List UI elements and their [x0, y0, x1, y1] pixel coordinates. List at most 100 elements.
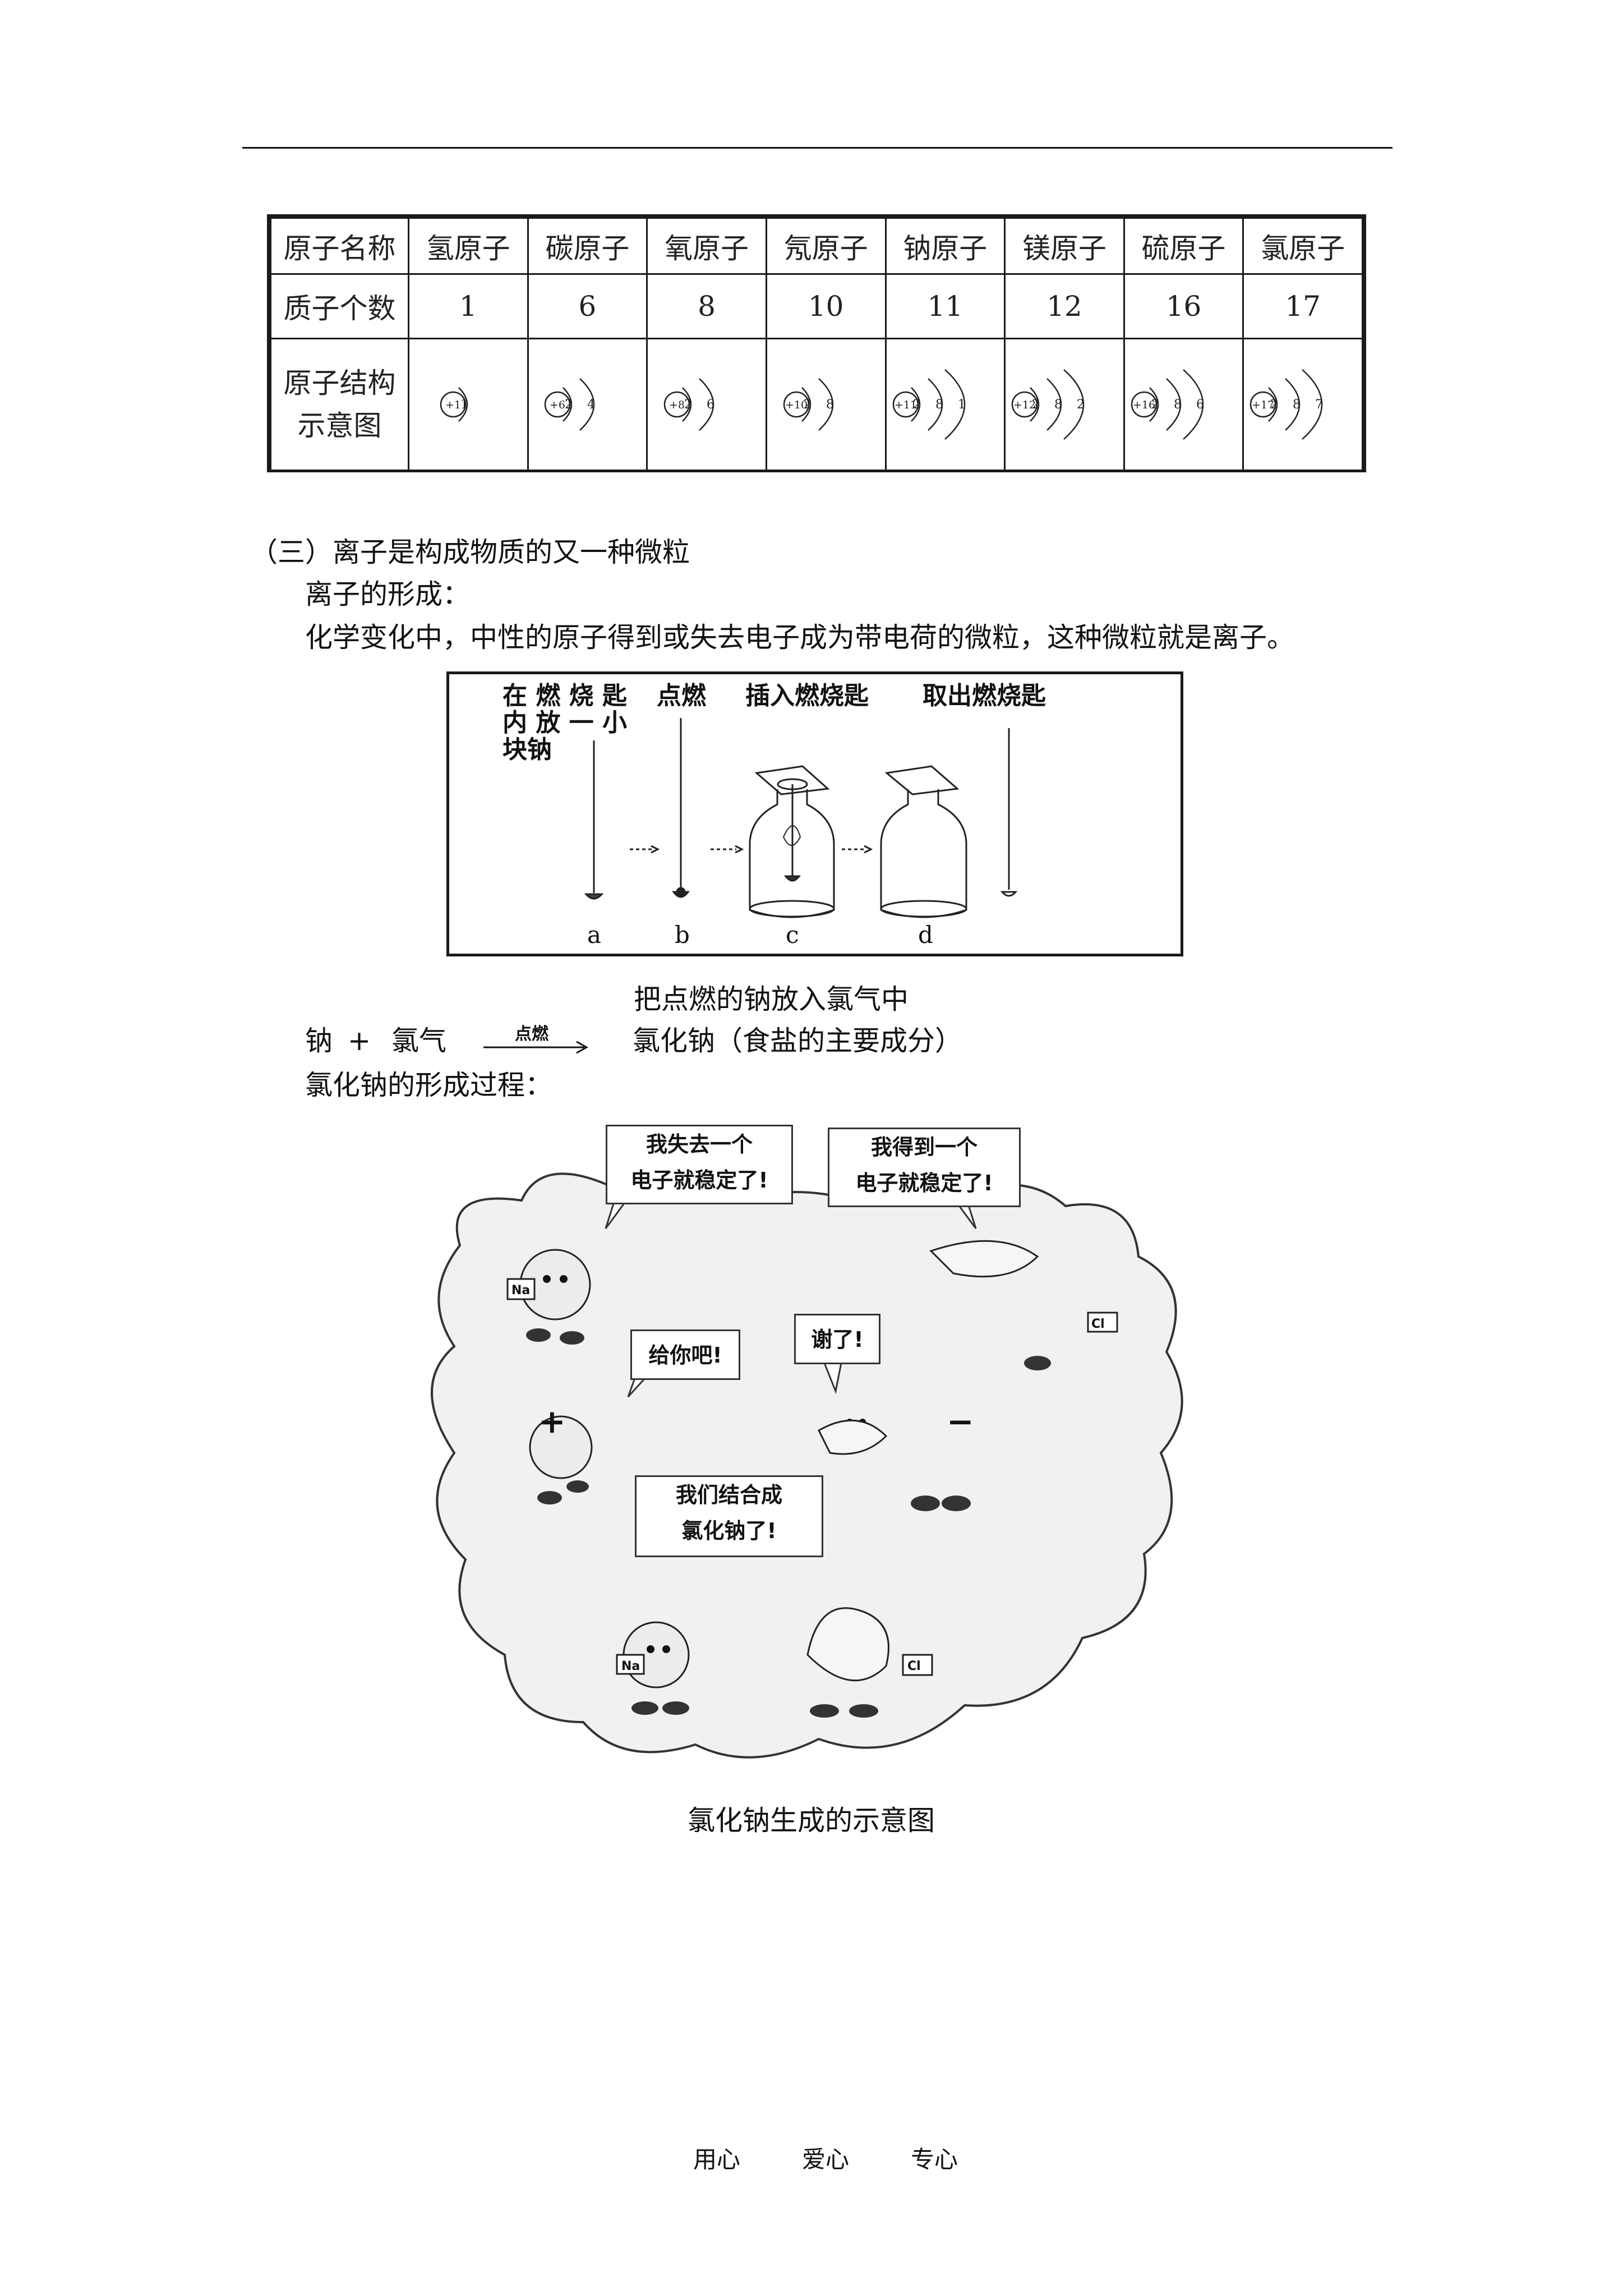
- shell-electron-count: 1: [958, 398, 966, 412]
- proton-count-row: 质子个数 1 6 8 10 11 12 16 17: [270, 273, 1363, 339]
- electron-shell-arc: [1182, 369, 1204, 440]
- atom-name-cell: 氯原子: [1242, 217, 1363, 275]
- shell-electron-count: 4: [587, 398, 595, 412]
- proton-cell: 1: [408, 273, 529, 339]
- electron-shell-arc: [1149, 387, 1159, 422]
- plus-sign: +: [538, 1402, 566, 1441]
- electron-shell-arc: [1165, 378, 1181, 431]
- nucleus-circle: [783, 391, 809, 418]
- proton-cell: 12: [1004, 273, 1125, 339]
- nucleus-charge: +11: [894, 399, 916, 411]
- electron-shell-arc: [801, 387, 811, 422]
- cl-tag-2: Cl: [907, 1659, 921, 1673]
- electron-shell-arc: [1030, 387, 1040, 422]
- page-footer: 用心 爱心 专心: [693, 2141, 1020, 2175]
- minus-sign: −: [947, 1402, 974, 1441]
- electron-shell-arc: [1063, 369, 1085, 440]
- nucleus-charge: +1: [445, 399, 461, 411]
- cl-atom-2: [818, 1419, 888, 1455]
- bubble-gain-line1: 我得到一个: [870, 1135, 978, 1159]
- row-header-name: 原子名称: [270, 217, 409, 275]
- step-d-label: 取出燃烧匙: [923, 682, 1046, 710]
- footer-word: 爱心: [802, 2146, 850, 2173]
- section-paragraph: 化学变化中，中性的原子得到或失去电子成为带电荷的微粒，这种微粒就是离子。: [305, 622, 1295, 654]
- na-tag-2: Na: [621, 1659, 640, 1673]
- header-rule: [242, 147, 1393, 149]
- bubble-lose-line2: 电子就稳定了!: [630, 1168, 768, 1193]
- speech-bubble-give: 给你吧!: [630, 1329, 740, 1380]
- formation-label: 氯化钠的形成过程：: [305, 1069, 553, 1101]
- shell-electron-count: 2: [804, 398, 811, 412]
- shell-electron-count: 8: [935, 398, 943, 412]
- atom-name-cell: 氖原子: [765, 217, 887, 275]
- atom-name-cell: 镁原子: [1004, 217, 1125, 275]
- shell-electron-count: 6: [1196, 398, 1204, 412]
- proton-cell: 10: [765, 273, 887, 339]
- atom-name-cell: 硫原子: [1123, 217, 1244, 275]
- sodium-chloride-cartoon: [431, 1172, 1183, 1759]
- footer-word: 专心: [911, 2146, 958, 2173]
- proton-cell: 17: [1242, 273, 1363, 339]
- section-heading: （三）离子是构成物质的又一种微粒: [250, 536, 690, 568]
- electron-shell-arc: [1268, 387, 1278, 422]
- jar-d-lid: [884, 765, 960, 795]
- step-c-label: 插入燃烧匙: [745, 682, 869, 710]
- nucleus-circle: [440, 391, 467, 418]
- electron-shell-arc: [927, 378, 943, 431]
- jar-d-body: [880, 789, 967, 918]
- letter-c: c: [786, 921, 799, 949]
- speech-bubble-lose: 我失去一个 电子就稳定了!: [606, 1125, 793, 1204]
- atom-name-cell: 钠原子: [884, 217, 1006, 275]
- nucleus-circle: [1250, 391, 1276, 418]
- equation-reactant2: 氯气: [391, 1025, 447, 1057]
- letter-b: b: [675, 921, 690, 949]
- electron-shell-arc: [1285, 378, 1301, 431]
- equation-arrow: [483, 1041, 589, 1054]
- row-header-structure-line2: 示意图: [297, 409, 382, 442]
- letter-d: d: [918, 921, 933, 949]
- bubble-gain-line2: 电子就稳定了!: [855, 1171, 993, 1195]
- nucleus-charge: +8: [669, 399, 685, 411]
- electron-shell-arc: [579, 378, 595, 431]
- electron-shell-arc: [699, 378, 714, 431]
- cl-atom-1: [929, 1240, 1039, 1278]
- spoon-a-cup: [584, 893, 604, 900]
- equation-product: 氯化钠（食盐的主要成分）: [633, 1025, 963, 1057]
- shell-electron-count: 8: [826, 398, 834, 412]
- electron-shell-arc: [682, 387, 692, 422]
- nucleus-charge: +6: [550, 399, 565, 411]
- nucleus-circle: [1131, 391, 1157, 418]
- row-header-structure-line1: 原子结构: [283, 367, 396, 399]
- equation-reactant1: 钠: [305, 1025, 333, 1057]
- step-a-label-line2: 内 放 一 小: [502, 708, 627, 737]
- electron-shell-arc: [944, 369, 965, 440]
- cl-ion: [806, 1607, 889, 1682]
- sodium-combustion-figure: 在 燃 烧 匙 内 放 一 小 块钠 点燃 插入燃烧匙 取出燃烧匙: [446, 671, 1183, 956]
- nucleus-charge: +12: [1013, 399, 1036, 411]
- shell-electron-count: 7: [1315, 398, 1323, 412]
- bubble-combine-line2: 氯化钠了!: [681, 1519, 777, 1543]
- proton-cell: 16: [1123, 273, 1244, 339]
- jar-c-lid: [754, 765, 830, 795]
- bubble-lose-line1: 我失去一个: [645, 1132, 753, 1157]
- footer-word: 用心: [693, 2146, 741, 2173]
- atom-structure-table: 原子名称 氢原子 碳原子 氧原子 氖原子 钠原子 镁原子 硫原子 氯原子 质子个…: [267, 214, 1366, 472]
- shell-electron-count: 6: [707, 398, 714, 412]
- shell-electron-count: 1: [460, 398, 468, 412]
- row-header-protons: 质子个数: [270, 273, 409, 339]
- electron-shell-arc: [910, 387, 920, 422]
- electron-shell-arc: [818, 378, 833, 431]
